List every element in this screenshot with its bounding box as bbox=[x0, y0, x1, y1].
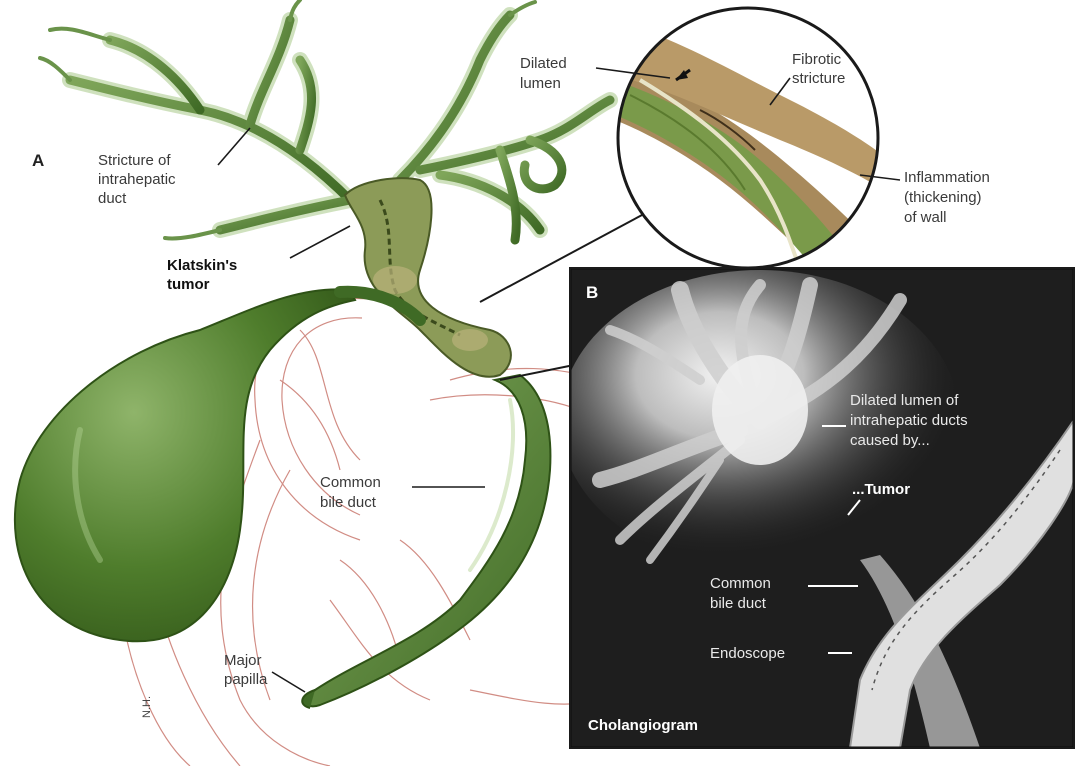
cholangiogram-panel bbox=[560, 268, 1074, 748]
panel-b-letter: B bbox=[586, 283, 598, 302]
common-hepatic-duct bbox=[345, 178, 511, 377]
label-inflammation: Inflammation (thickening) of wall bbox=[904, 169, 994, 226]
gallbladder bbox=[15, 289, 420, 641]
label-dilated-lumen: Dilated lumen bbox=[520, 55, 571, 92]
illustrator-signature: N.H. bbox=[141, 696, 153, 718]
label-klatskin-tumor: Klatskin's tumor bbox=[167, 257, 241, 293]
panel-a-letter: A bbox=[32, 151, 44, 170]
label-major-papilla: Major papilla bbox=[224, 652, 268, 688]
common-bile-duct bbox=[302, 375, 550, 708]
label-endoscope: Endoscope bbox=[710, 645, 785, 662]
label-stricture-intrahepatic: Stricture of intrahepatic duct bbox=[98, 152, 180, 207]
cholangiogram-title: Cholangiogram bbox=[588, 717, 698, 734]
label-tumor: ...Tumor bbox=[852, 481, 910, 498]
magnified-inset bbox=[615, 5, 900, 290]
label-common-bile-duct-a: Common bile duct bbox=[320, 474, 385, 511]
